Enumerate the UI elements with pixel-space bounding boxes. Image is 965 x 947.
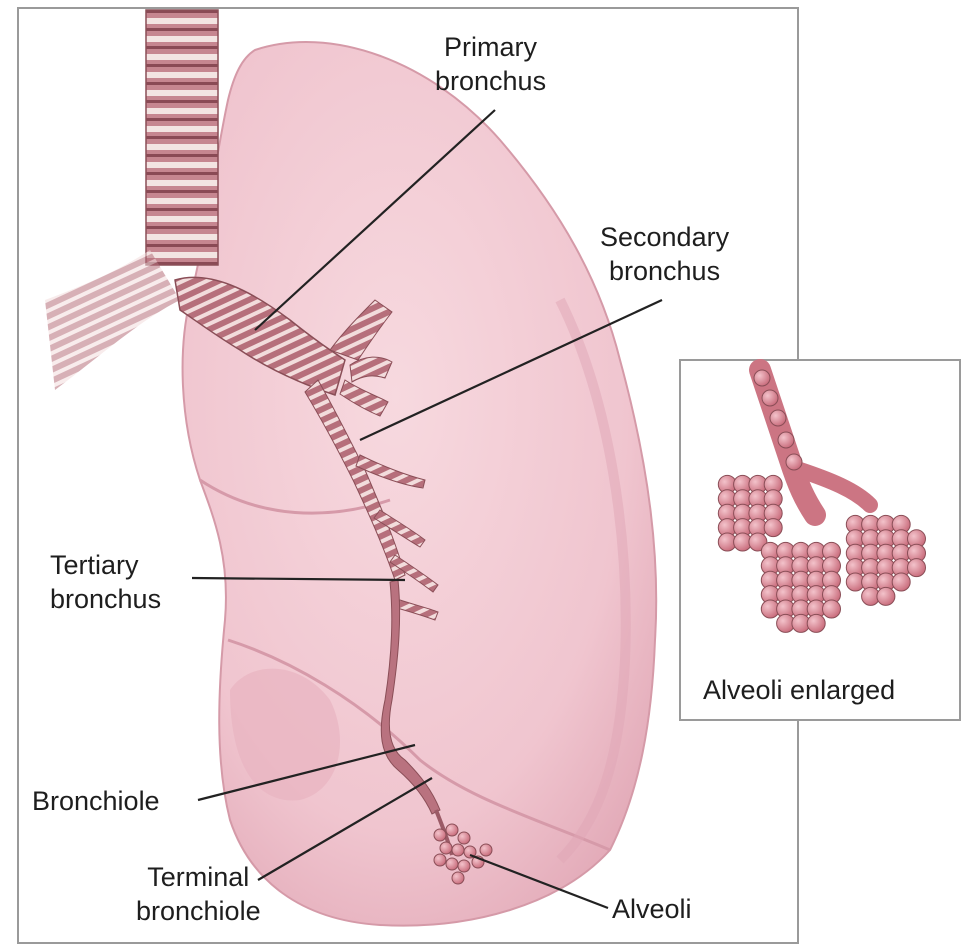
duct-bead (754, 370, 770, 386)
duct-bead (762, 390, 778, 406)
label-alveoli: Alveoli (612, 892, 692, 926)
label-bronchiole-text: Bronchiole (32, 784, 160, 818)
label-primary-bronchus-line2: bronchus (435, 64, 546, 98)
label-primary-bronchus-line1: Primary (435, 30, 546, 64)
alveolus-sac (807, 614, 825, 632)
inset-caption: Alveoli enlarged (703, 673, 895, 707)
duct-bead (778, 432, 794, 448)
alveolus-sac (823, 600, 841, 618)
label-tertiary-bronchus: Tertiary bronchus (50, 548, 161, 616)
alveolus-sac (764, 519, 782, 537)
label-primary-bronchus: Primary bronchus (435, 30, 546, 98)
label-terminal-bronchiole: Terminal bronchiole (136, 860, 261, 928)
label-terminal-bronchiole-line1: Terminal (136, 860, 261, 894)
alveolus-sac (877, 587, 895, 605)
label-secondary-bronchus-line1: Secondary (600, 220, 729, 254)
alveolus-sac (908, 559, 926, 577)
inset-caption-text: Alveoli enlarged (703, 673, 895, 707)
label-tertiary-bronchus-line2: bronchus (50, 582, 161, 616)
duct-bead (786, 454, 802, 470)
left-bronchus (45, 250, 180, 390)
duct-bead (770, 410, 786, 426)
label-alveoli-text: Alveoli (612, 892, 692, 926)
alveolus-sac (892, 573, 910, 591)
label-bronchiole: Bronchiole (32, 784, 160, 818)
label-secondary-bronchus: Secondary bronchus (600, 220, 729, 288)
trachea (146, 10, 218, 265)
label-secondary-bronchus-line2: bronchus (600, 254, 729, 288)
label-tertiary-bronchus-line1: Tertiary (50, 548, 161, 582)
label-terminal-bronchiole-line2: bronchiole (136, 894, 261, 928)
